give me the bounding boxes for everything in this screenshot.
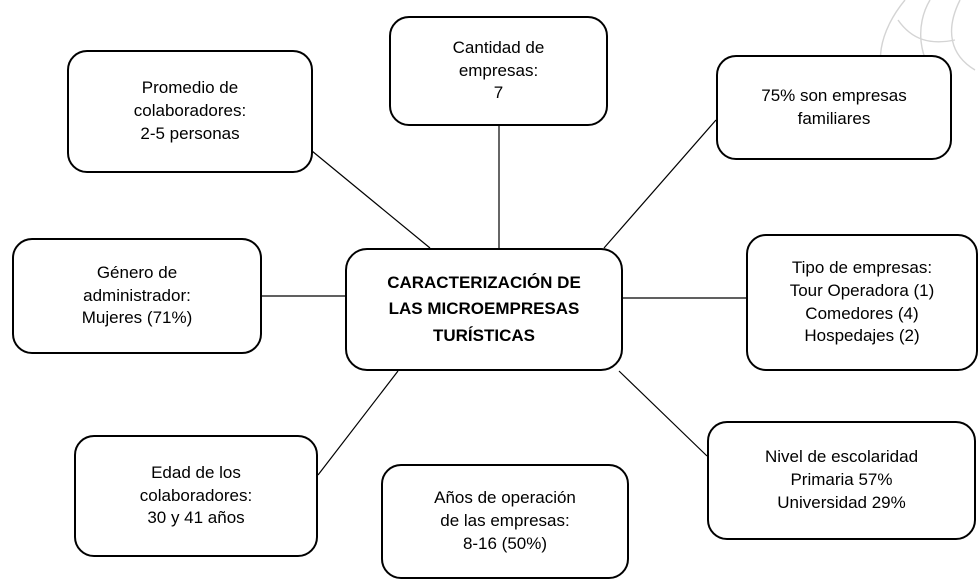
connector-promedio xyxy=(311,150,431,249)
node-promedio-colaboradores: Promedio de colaboradores: 2-5 personas xyxy=(67,50,313,173)
node-cantidad-empresas: Cantidad de empresas: 7 xyxy=(389,16,608,126)
connector-edad xyxy=(317,370,399,476)
node-genero-administrador: Género de administrador: Mujeres (71%) xyxy=(12,238,262,354)
central-node: CARACTERIZACIÓN DE LAS MICROEMPRESAS TUR… xyxy=(345,248,623,371)
connector-familiares xyxy=(603,119,717,249)
node-tipo-empresas: Tipo de empresas: Tour Operadora (1) Com… xyxy=(746,234,978,371)
node-nivel-escolaridad: Nivel de escolaridad Primaria 57% Univer… xyxy=(707,421,976,540)
node-anos-operacion: Años de operación de las empresas: 8-16 … xyxy=(381,464,629,579)
node-edad-colaboradores: Edad de los colaboradores: 30 y 41 años xyxy=(74,435,318,557)
connector-nivel xyxy=(618,370,708,457)
node-empresas-familiares: 75% son empresas familiares xyxy=(716,55,952,160)
